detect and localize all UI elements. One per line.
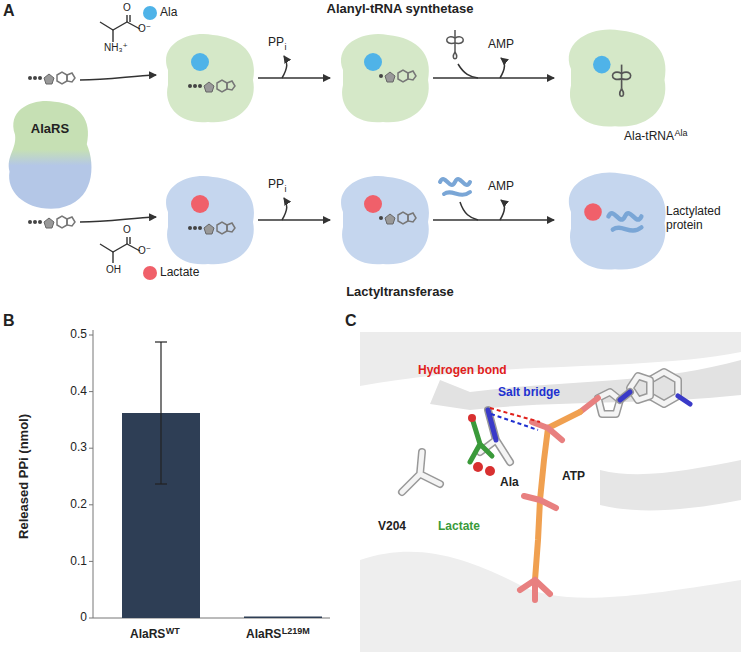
panel-letter: C [345, 312, 357, 330]
alanine-dot [143, 6, 157, 20]
enzyme-blob: AlaRS [4, 96, 96, 212]
atom-label: NH₃⁺ [104, 42, 128, 54]
enzyme-blob [166, 34, 254, 122]
join-line [458, 64, 478, 78]
tick-label: 0.5 [70, 328, 87, 342]
release-arrow [500, 58, 505, 78]
enzyme-blob [166, 176, 254, 264]
bond-label: Hydrogen bond [418, 364, 507, 378]
molecule-label: Ala [500, 476, 519, 490]
reaction-arrow [80, 75, 156, 80]
substrate-name: Ala [160, 6, 177, 20]
tick-label: 0.2 [70, 498, 87, 512]
reaction-arrow [433, 219, 554, 221]
panel-letter: B [3, 312, 15, 330]
protein-icon [440, 179, 470, 195]
category-label: AlaRS [246, 628, 281, 642]
panel-letter: A [3, 2, 15, 20]
superscript: Ala [675, 128, 688, 138]
tick-label: 0.3 [70, 441, 87, 455]
bar-chart [89, 330, 330, 618]
reaction-arrow [80, 217, 156, 222]
reaction-arrow [433, 77, 554, 79]
product-name: Lactylated protein [666, 205, 738, 233]
superscript: WT [166, 626, 180, 636]
reaction-arrow [258, 77, 330, 79]
subscript: i [285, 184, 287, 194]
enzyme-blob [569, 29, 666, 126]
category-label: AlaRS [130, 628, 165, 642]
subscript: i [285, 42, 287, 52]
product-name: PP [268, 36, 284, 50]
lactate-structure [100, 237, 140, 263]
product-name: AMP [488, 180, 514, 194]
enzyme-blob [569, 172, 666, 269]
atp-icon [28, 216, 75, 228]
reaction-arrow [258, 219, 330, 221]
tick-label: 0 [80, 611, 87, 625]
product-name: AMP [488, 38, 514, 52]
node-label: AlaRS [4, 122, 96, 137]
tick-label: 0.1 [70, 555, 87, 569]
enzyme-blob [341, 34, 429, 122]
product-name: PP [268, 178, 284, 192]
release-arrow [500, 200, 505, 220]
atom-label: O [123, 2, 131, 14]
substrate-name: Lactate [160, 266, 199, 280]
molecule-label: Lactate [438, 520, 480, 534]
bond-label: Salt bridge [498, 386, 560, 400]
release-arrow [282, 56, 287, 78]
panel-heading: Lactyltransferase [346, 285, 454, 300]
atom-label: O⁻ [138, 245, 151, 257]
protein-structure [360, 332, 741, 652]
residue-label: V204 [378, 520, 406, 534]
atom-label: O⁻ [138, 23, 151, 35]
product-name: Ala-tRNA [624, 130, 674, 144]
trna-icon [447, 30, 464, 59]
panel-heading: Alanyl-tRNA synthetase [327, 2, 474, 17]
atom-label: O [123, 224, 131, 236]
superscript: L219M [282, 626, 310, 636]
alanine-structure [100, 15, 140, 42]
blob-shape [4, 96, 96, 212]
tick-label: 0.4 [70, 385, 87, 399]
molecule-label: ATP [562, 470, 585, 484]
atp-icon [28, 72, 75, 84]
lactate-dot [143, 266, 157, 280]
join-line [460, 202, 478, 220]
enzyme-blob [341, 176, 429, 264]
atom-label: OH [106, 264, 121, 276]
axis-title: Released PPi (nmol) [17, 414, 32, 539]
release-arrow [282, 198, 287, 220]
